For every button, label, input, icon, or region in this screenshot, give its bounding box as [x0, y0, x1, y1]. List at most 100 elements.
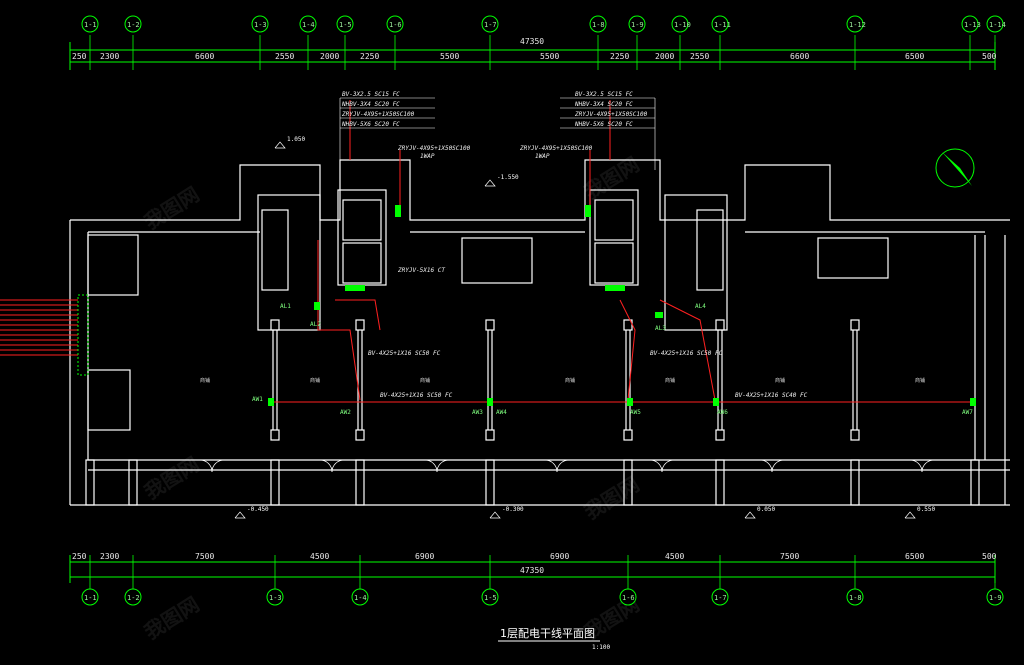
axis-label: 1-9 — [989, 594, 1002, 602]
level-text: -0.450 — [247, 506, 269, 513]
axis-bubble — [961, 15, 979, 33]
feeder-sub-left: 1WAP — [420, 153, 435, 160]
axis-label: 1-9 — [631, 21, 644, 29]
dim-label: 6900 — [550, 552, 569, 561]
storefront-doors — [199, 459, 935, 473]
dim-label: 7500 — [780, 552, 799, 561]
watermark: 我图网 — [140, 592, 204, 644]
panel-label: AL3 — [655, 325, 666, 332]
feeder-note-left: ZRYJV-4X95+1X50SC100 — [397, 145, 471, 152]
cable-note: NHBV-3X4 SC20 FC — [574, 101, 633, 108]
panel-label: AW4 — [496, 409, 507, 416]
dim-label: 2550 — [275, 52, 294, 61]
panel-label: AW3 — [472, 409, 483, 416]
watermark: 我图网 — [580, 472, 644, 524]
dim-label: 2300 — [100, 52, 119, 61]
axis-bubble — [81, 15, 99, 33]
distribution-feeders — [270, 100, 975, 403]
panel-riser — [345, 285, 365, 291]
axis-bubble — [671, 15, 689, 33]
axis-bubble — [266, 588, 284, 606]
feeder-note-right: ZRYJV-4X95+1X50SC100 — [519, 145, 593, 152]
axis-label: 1-10 — [674, 21, 691, 29]
cable-note: NHBV-3X4 SC20 FC — [341, 101, 400, 108]
level-text: 0.050 — [757, 506, 775, 513]
riser-note: ZRYJV-5X16 CT — [397, 267, 445, 274]
panel-label: AL2 — [310, 321, 321, 328]
dim-label: 6600 — [790, 52, 809, 61]
panel-label: AW2 — [340, 409, 351, 416]
axis-bubble — [336, 15, 354, 33]
room-label: 商铺 — [310, 377, 320, 384]
panel-aw3 — [487, 398, 493, 406]
axis-bubble — [251, 15, 269, 33]
axis-bubble — [386, 15, 404, 33]
axis-bubble — [589, 15, 607, 33]
dim-label: 2000 — [320, 52, 339, 61]
axis-bubble — [846, 15, 864, 33]
axis-bubble — [986, 15, 1004, 33]
axis-label: 1-8 — [592, 21, 605, 29]
axis-label: 1-2 — [127, 21, 140, 29]
bottom-dim-labels: 250 2300 7500 4500 6900 6900 4500 7500 6500 500 — [72, 552, 997, 561]
axis-label: 1-7 — [714, 594, 727, 602]
dim-label: 500 — [982, 552, 997, 561]
panel-aw6 — [713, 398, 719, 406]
building-walls — [69, 159, 1010, 506]
axis-bubble — [481, 15, 499, 33]
axis-label: 1-3 — [254, 21, 267, 29]
dim-label: 7500 — [195, 552, 214, 561]
room-label: 商铺 — [565, 377, 575, 384]
axis-bubble — [81, 588, 99, 606]
panel-aw7 — [970, 398, 976, 406]
cable-note: NHBV-5X6 SC20 FC — [574, 121, 633, 128]
axis-label: 1-4 — [302, 21, 315, 29]
dim-label: 4500 — [310, 552, 329, 561]
dim-label: 6600 — [195, 52, 214, 61]
dim-label: 250 — [72, 552, 87, 561]
axis-bubble — [711, 15, 729, 33]
axis-label: 1-5 — [339, 21, 352, 29]
axis-label: 1-6 — [622, 594, 635, 602]
dim-label: 5500 — [540, 52, 559, 61]
dim-label: 2000 — [655, 52, 674, 61]
level-markers — [234, 141, 916, 519]
panel-label: AW5 — [630, 409, 641, 416]
axis-bubble — [846, 588, 864, 606]
panel-label: AW7 — [962, 409, 973, 416]
level-text: 1.050 — [287, 136, 305, 143]
run-note: BV-4X25+1X16 SC50 FC — [380, 392, 453, 399]
incoming-feeder-lines — [0, 299, 78, 356]
north-arrow-icon — [935, 148, 975, 188]
panels — [268, 205, 976, 406]
axis-label: 1-1 — [84, 21, 97, 29]
dim-label: 6500 — [905, 52, 924, 61]
panel-label: AL4 — [695, 303, 706, 310]
dim-label: 250 — [72, 52, 87, 61]
panel-label: AW1 — [252, 396, 263, 403]
room-label: 商铺 — [420, 377, 430, 384]
dim-label: 5500 — [440, 52, 459, 61]
dim-label: 4500 — [665, 552, 684, 561]
panel-riser — [605, 285, 625, 291]
room-label: 商铺 — [915, 377, 925, 384]
dim-label: 6500 — [905, 552, 924, 561]
axis-bubble — [124, 588, 142, 606]
axis-bubble — [351, 588, 369, 606]
panel-al1 — [314, 302, 320, 310]
panel-al2 — [395, 205, 401, 217]
axis-bubble — [628, 15, 646, 33]
axis-bubble — [619, 588, 637, 606]
panel-al4 — [655, 312, 663, 318]
axis-label: 1-7 — [484, 21, 497, 29]
axis-bubble — [124, 15, 142, 33]
run-note: BV-4X25+1X16 SC50 FC — [368, 350, 441, 357]
axis-label: 1-2 — [127, 594, 140, 602]
dim-label: 2300 — [100, 552, 119, 561]
dim-label: 6900 — [415, 552, 434, 561]
level-text: -0.300 — [502, 506, 524, 513]
